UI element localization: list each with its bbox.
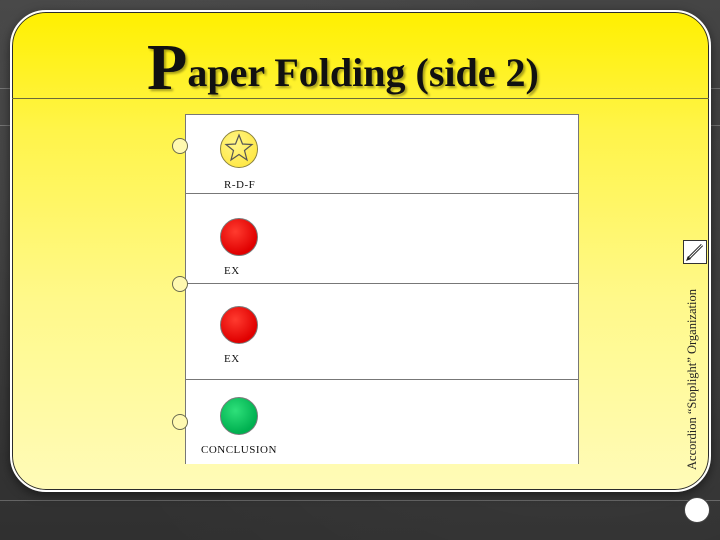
star-icon	[224, 133, 254, 162]
green-light	[220, 397, 258, 435]
pencil-glyph	[686, 243, 704, 261]
accordion-panel-rdf: R-D-F	[172, 115, 578, 193]
fold-marker	[172, 276, 188, 292]
title-divider	[12, 98, 709, 99]
accordion-panel-ex-1: EX	[186, 193, 578, 284]
panel-label: R-D-F	[224, 179, 256, 191]
fold-marker	[172, 138, 188, 154]
chalk-line	[0, 500, 720, 501]
title-initial: P	[147, 31, 188, 104]
red-light	[220, 306, 258, 344]
panel-label: EX	[224, 353, 240, 365]
accordion-panel-conclusion: CONCLUSION	[172, 379, 578, 464]
yellow-star-light	[220, 130, 258, 168]
title-rest: aper Folding (side 2)	[187, 50, 539, 95]
pencil-icon[interactable]	[683, 240, 707, 264]
slide-title: Paper Folding (side 2)	[147, 30, 539, 106]
accordion-panel-ex-2: EX	[172, 276, 578, 380]
round-button[interactable]	[684, 497, 710, 523]
accordion-diagram: R-D-F EX EX CONCLUSION	[172, 114, 579, 464]
side-label: Accordion “Stoplight” Organization	[685, 289, 699, 470]
red-light	[220, 218, 258, 256]
panel-label: CONCLUSION	[201, 444, 277, 456]
fold-marker	[172, 414, 188, 430]
panel-label: EX	[224, 265, 240, 277]
